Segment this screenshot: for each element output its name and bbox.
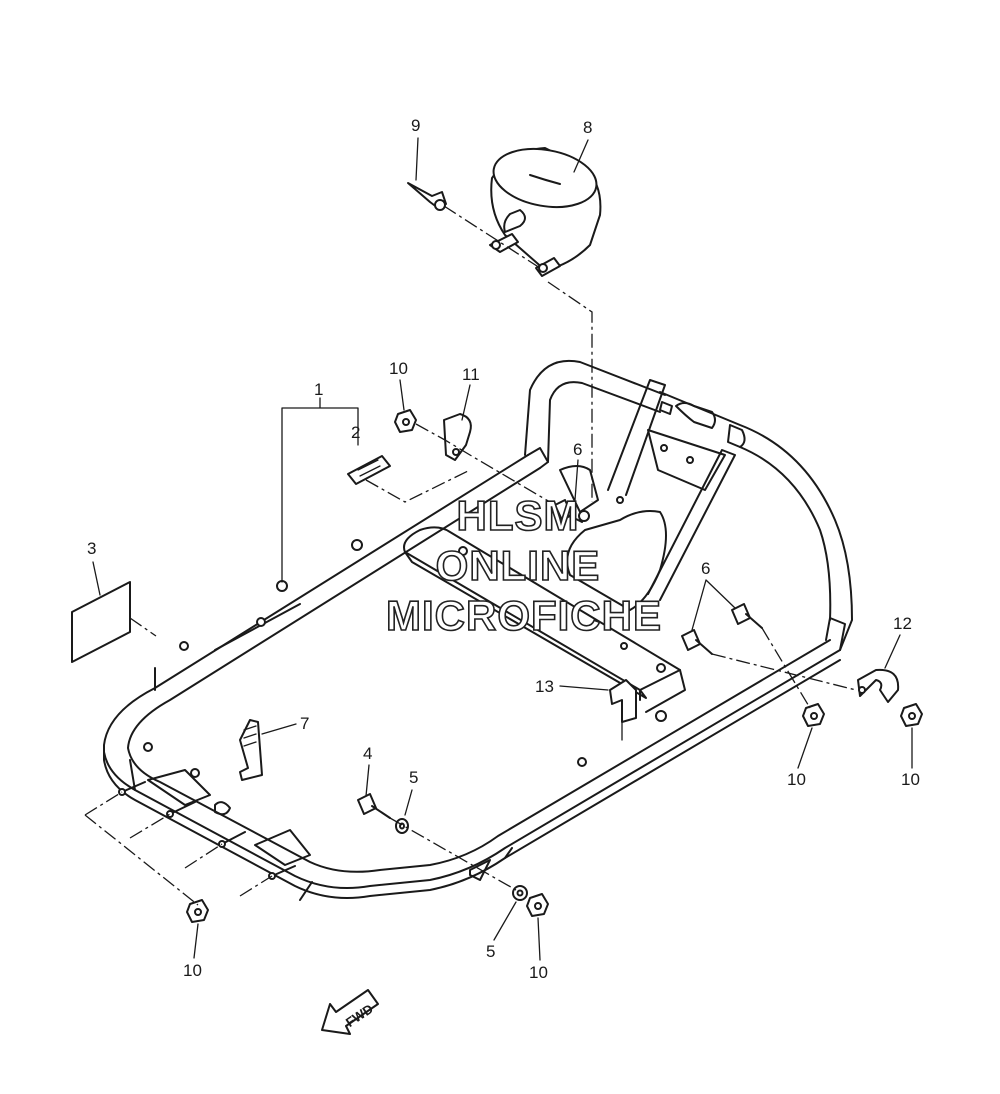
callout-13: 13 xyxy=(535,677,554,696)
callout-11: 11 xyxy=(462,365,480,384)
callout-10: 10 xyxy=(529,963,548,982)
watermark-line-1: HLSM xyxy=(457,492,580,539)
fwd-arrow: FWD xyxy=(321,989,379,1035)
clamp-12 xyxy=(857,668,900,703)
watermark-line-2: ONLINE xyxy=(436,542,601,589)
cross-member xyxy=(403,526,686,713)
callout-10: 10 xyxy=(389,359,408,378)
label-sheet-3 xyxy=(71,581,131,663)
seat-cushion-8 xyxy=(489,147,602,277)
grommet-2 xyxy=(347,455,391,485)
rear-upright xyxy=(524,359,853,651)
assembly-lines xyxy=(84,205,857,906)
nut-10-bottom xyxy=(526,893,549,917)
callout-2: 2 xyxy=(351,423,360,442)
nut-10-far-right xyxy=(900,703,923,727)
bolt-6-right-b xyxy=(681,629,713,655)
bolt-6-upper xyxy=(554,499,590,523)
watermark: HLSM ONLINE MICROFICHE xyxy=(385,491,662,640)
callout-12: 12 xyxy=(893,614,912,633)
callout-9: 9 xyxy=(411,116,420,135)
callout-7: 7 xyxy=(300,714,309,733)
frame-rail xyxy=(103,447,846,901)
bracket-7 xyxy=(239,719,263,781)
bracket-13 xyxy=(609,679,637,741)
callout-10: 10 xyxy=(901,770,920,789)
callout-5: 5 xyxy=(409,768,418,787)
callout-6: 6 xyxy=(701,559,710,578)
watermark-line-3: MICROFICHE xyxy=(386,592,662,639)
callout-6: 6 xyxy=(573,440,582,459)
nut-10-upper xyxy=(394,409,417,433)
bolt-4 xyxy=(357,793,391,819)
callout-1: 1 xyxy=(314,380,323,399)
callout-5: 5 xyxy=(486,942,495,961)
callout-3: 3 xyxy=(87,539,96,558)
washer-5-upper xyxy=(395,818,409,834)
callout-10: 10 xyxy=(787,770,806,789)
studs xyxy=(118,781,296,880)
bottom-plates xyxy=(129,759,491,881)
callout-numbers: 9 8 1 10 11 2 6 3 6 12 13 7 4 5 10 10 5 … xyxy=(87,116,920,982)
callout-10: 10 xyxy=(183,961,202,980)
nut-10-left xyxy=(186,899,209,923)
nut-10-right xyxy=(802,703,825,727)
clamp-11 xyxy=(443,413,472,461)
washer-5-lower xyxy=(512,885,528,901)
leader-lines xyxy=(92,137,913,961)
callout-8: 8 xyxy=(583,118,592,137)
callout-4: 4 xyxy=(363,744,372,763)
bolt-6-right-a xyxy=(731,603,763,629)
pin-9 xyxy=(407,182,447,211)
